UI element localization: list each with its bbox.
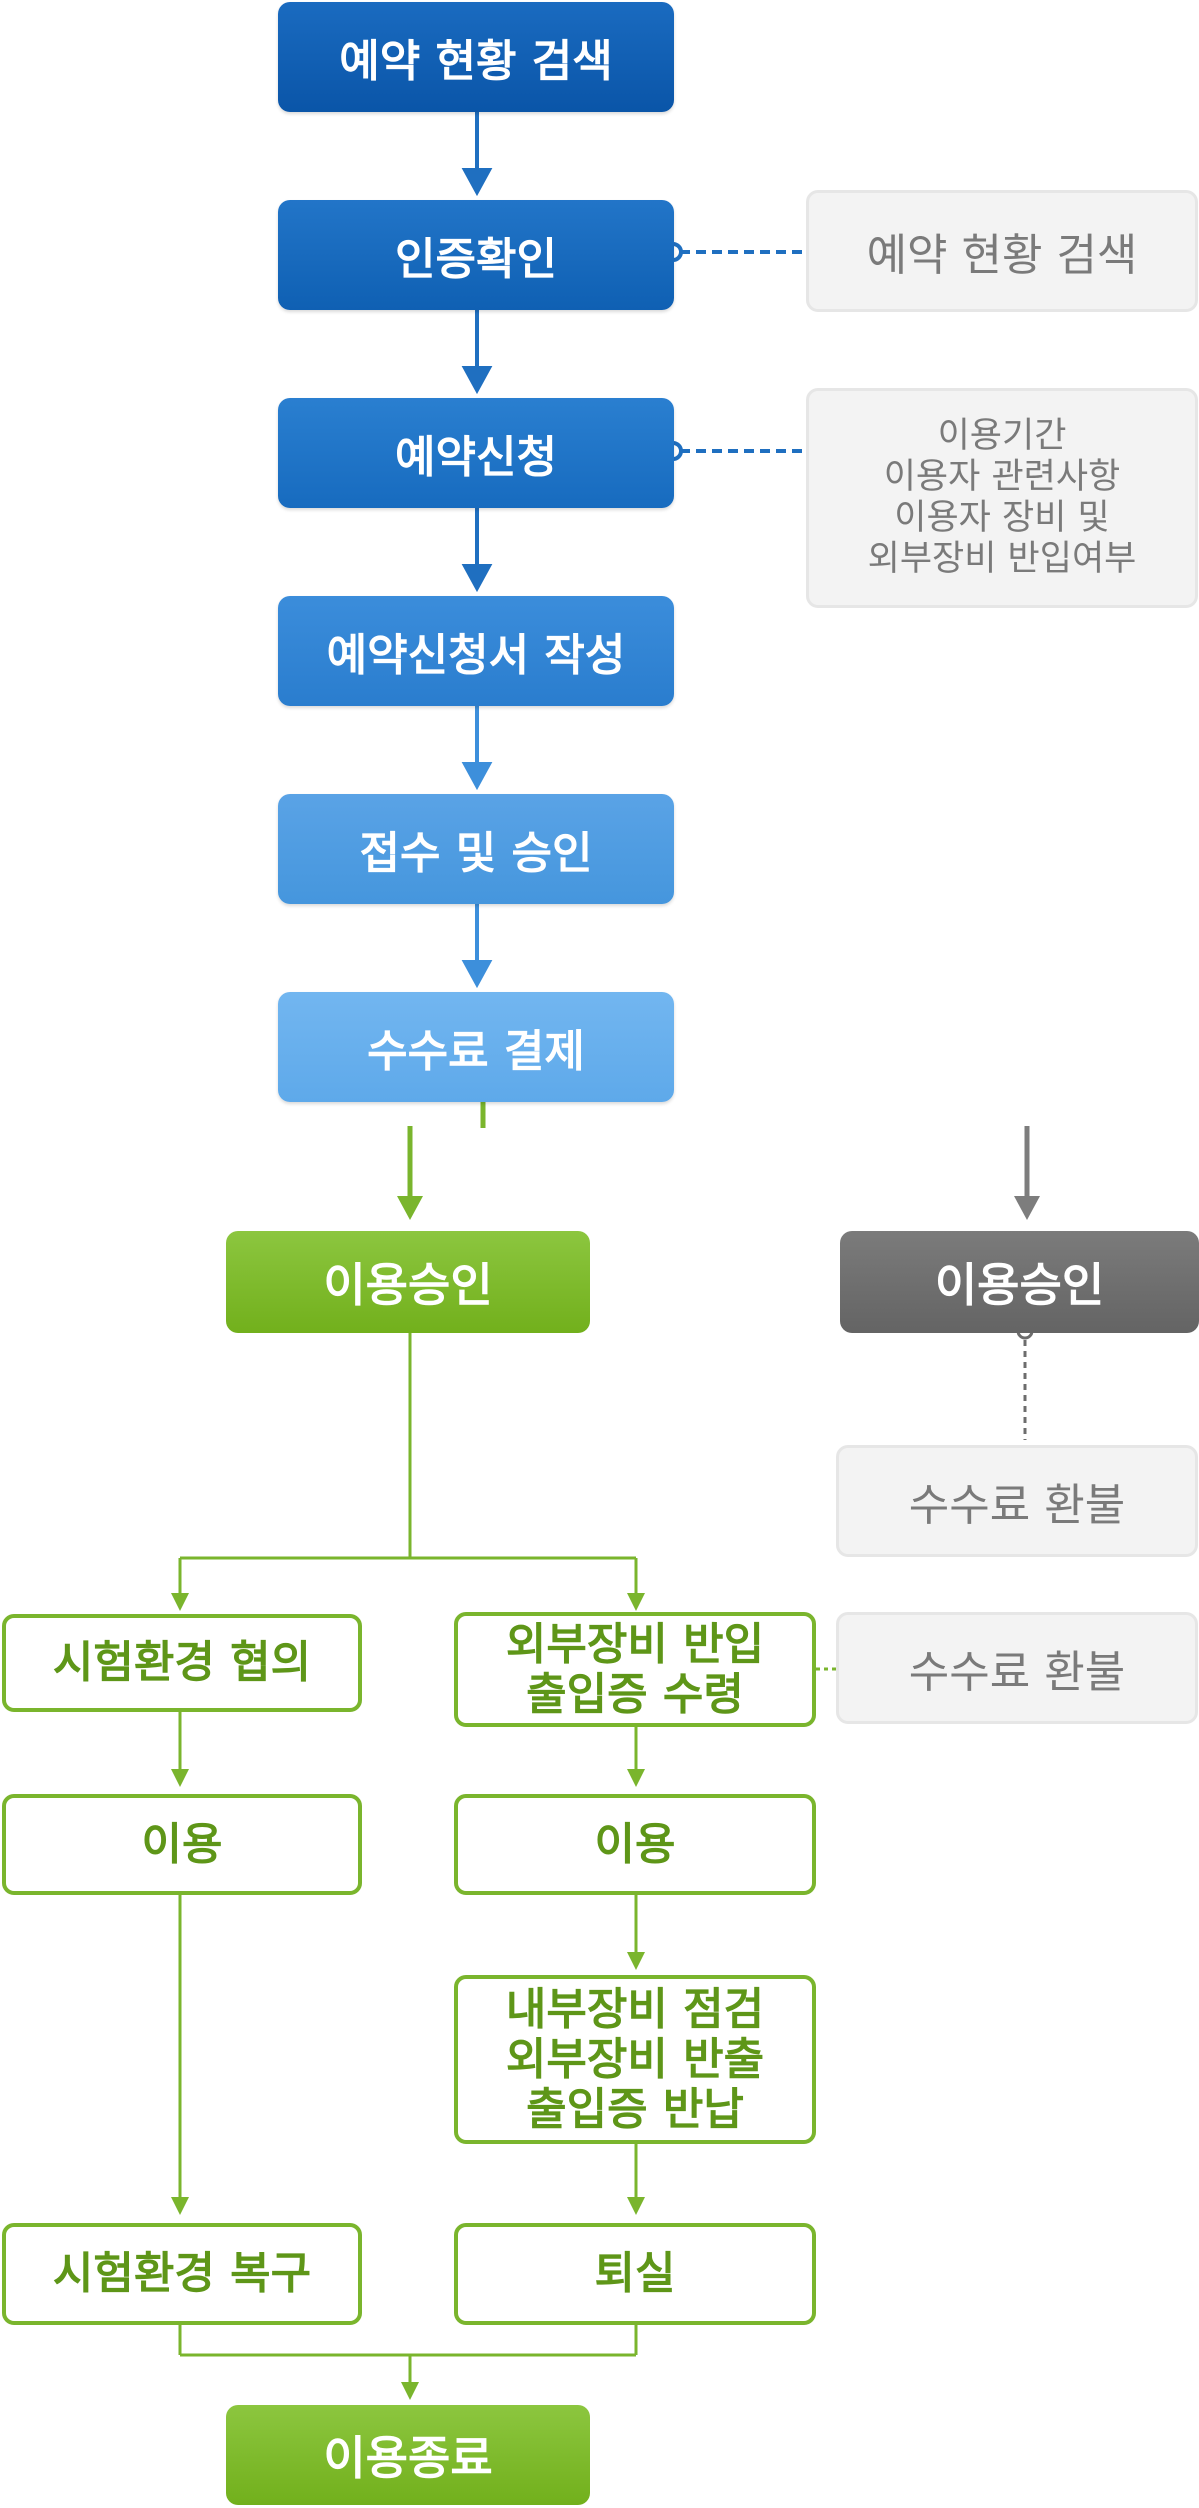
right-refund-note-label: 수수료 환불: [908, 1647, 1126, 1698]
step-payment-label: 수수료 결제: [367, 1026, 585, 1077]
right-exit: 퇴실: [454, 2223, 816, 2325]
step-auth: 인증확인: [278, 200, 674, 310]
left-use: 이용: [2, 1794, 362, 1895]
step-search-label: 예약 현황 검색: [339, 36, 613, 87]
branch-reject: 이용승인: [840, 1231, 1199, 1333]
right-refund-note: 수수료 환불: [836, 1612, 1198, 1724]
reject-refund-label: 수수료 환불: [908, 1480, 1126, 1531]
step-search: 예약 현황 검색: [278, 2, 674, 112]
left-restore: 시험환경 복구: [2, 2223, 362, 2325]
end-step-label: 이용종료: [323, 2431, 493, 2485]
left-restore-label: 시험환경 복구: [52, 2248, 312, 2299]
note-apply-line: 이용자 관련사항: [883, 457, 1121, 497]
note-apply-line: 이용기간: [937, 416, 1067, 456]
right-check-line: 외부장비 반출: [505, 2033, 765, 2085]
right-check-line: 출입증 반납: [526, 2083, 744, 2135]
left-consult-label: 시험환경 협의: [52, 1637, 312, 1688]
step-apply-label: 예약신청: [395, 432, 557, 483]
right-check-line: 내부장비 점검: [505, 1983, 765, 2035]
reject-refund: 수수료 환불: [836, 1445, 1198, 1557]
branch-reject-label: 이용승인: [934, 1258, 1105, 1312]
step-form-label: 예약신청서 작성: [326, 630, 626, 681]
note-auth: 예약 현황 검색: [806, 190, 1198, 312]
branch-approve: 이용승인: [226, 1231, 590, 1333]
note-apply: 이용기간 이용자 관련사항 이용자 장비 및 외부장비 반입여부: [806, 388, 1198, 608]
step-payment: 수수료 결제: [278, 992, 674, 1102]
right-bring-in-line: 출입증 수령: [526, 1668, 744, 1720]
note-apply-line: 외부장비 반입여부: [867, 539, 1137, 579]
note-auth-label: 예약 현황 검색: [866, 230, 1138, 281]
step-receive-label: 접수 및 승인: [359, 828, 593, 879]
right-check: 내부장비 점검 외부장비 반출 출입증 반납: [454, 1975, 816, 2144]
branch-approve-label: 이용승인: [323, 1258, 493, 1312]
left-consult: 시험환경 협의: [2, 1614, 362, 1712]
right-exit-label: 퇴실: [594, 2248, 676, 2299]
right-use: 이용: [454, 1794, 816, 1895]
right-use-label: 이용: [594, 1818, 676, 1870]
step-receive: 접수 및 승인: [278, 794, 674, 904]
end-step: 이용종료: [226, 2405, 590, 2505]
step-form: 예약신청서 작성: [278, 596, 674, 706]
right-bring-in-line: 외부장비 반입: [505, 1618, 765, 1670]
note-apply-line: 이용자 장비 및: [894, 498, 1110, 538]
step-apply: 예약신청: [278, 398, 674, 508]
step-auth-label: 인증확인: [395, 234, 557, 285]
right-bring-in: 외부장비 반입 출입증 수령: [454, 1612, 816, 1727]
left-use-label: 이용: [141, 1818, 223, 1870]
